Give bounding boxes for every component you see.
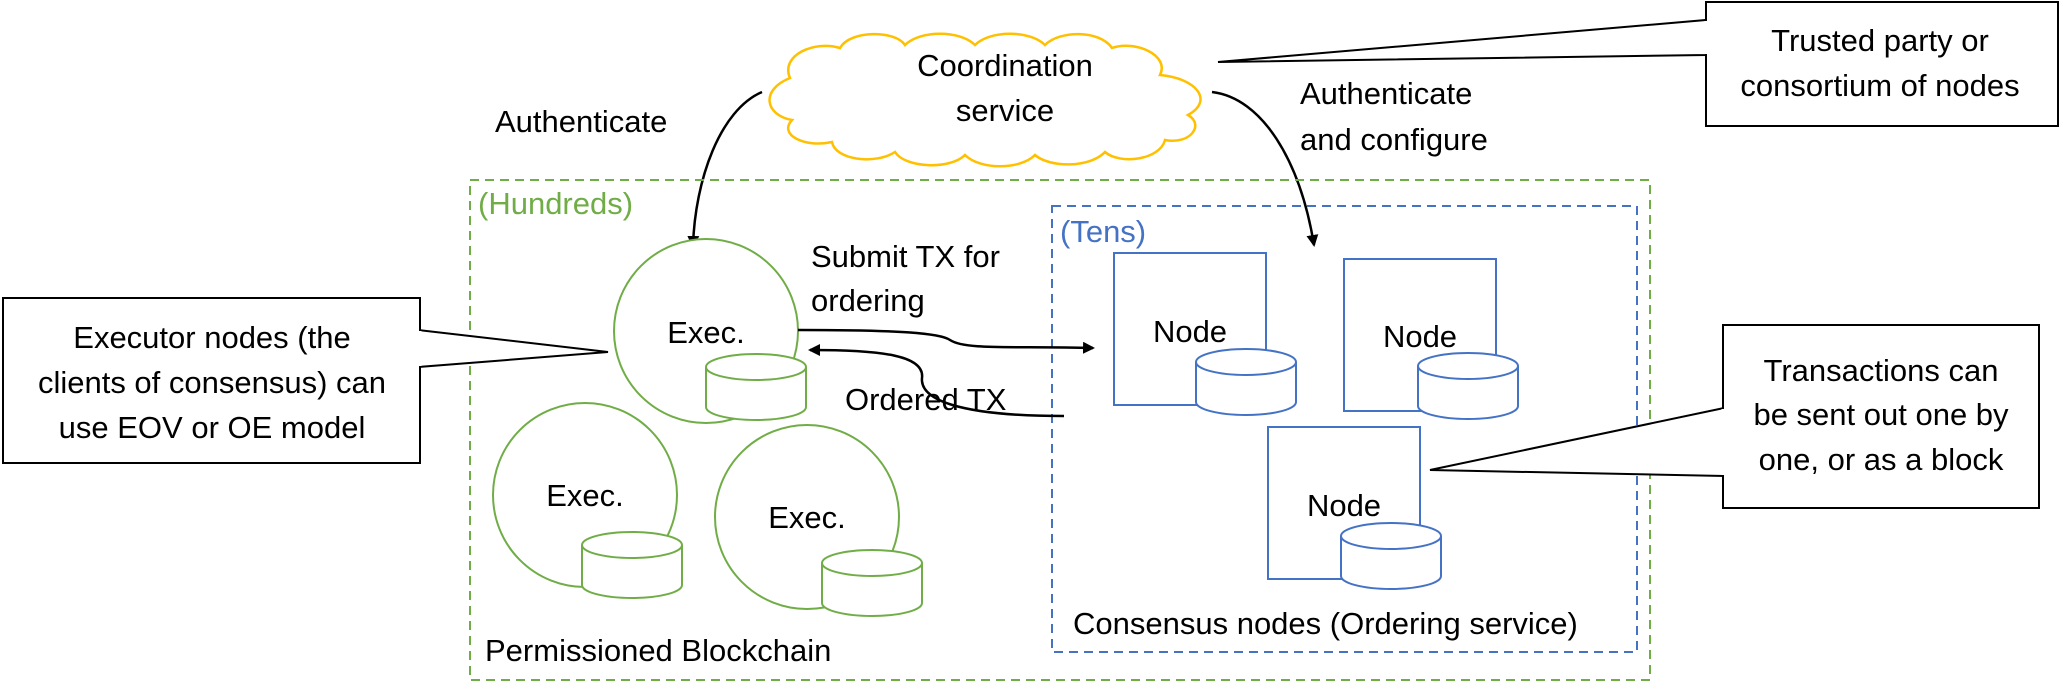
node-label: Node bbox=[1153, 314, 1227, 349]
label-authenticate-configure-line1: Authenticate bbox=[1300, 76, 1472, 111]
arrow-authenticate-configure bbox=[1211, 90, 1319, 247]
hundreds-label: (Hundreds) bbox=[478, 186, 633, 221]
callout-trusted-line2: consortium of nodes bbox=[1740, 68, 2019, 103]
tens-label: (Tens) bbox=[1060, 214, 1146, 249]
node-label: Node bbox=[1383, 319, 1457, 354]
consensus-label: Consensus nodes (Ordering service) bbox=[1073, 606, 1578, 641]
callout-trusted-party: Trusted party or consortium of nodes bbox=[1217, 1, 2059, 127]
callout-trusted-line1: Trusted party or bbox=[1771, 23, 1989, 58]
label-authenticate: Authenticate bbox=[495, 104, 667, 139]
executor-label: Exec. bbox=[768, 500, 846, 535]
node-label: Node bbox=[1307, 488, 1381, 523]
consensus-group: (Tens) Consensus nodes (Ordering service… bbox=[1051, 205, 1638, 653]
callout-executor-line1: Executor nodes (the bbox=[73, 320, 350, 355]
callout-executor-pointer bbox=[417, 328, 609, 369]
consensus-node: Node bbox=[1267, 426, 1442, 590]
consensus-node: Node bbox=[1113, 252, 1297, 416]
permissioned-blockchain-group: (Hundreds) Permissioned Blockchain bbox=[469, 179, 1651, 681]
callout-executor-line2: clients of consensus) can bbox=[38, 365, 386, 400]
database-icon bbox=[1340, 522, 1442, 590]
consensus-border bbox=[1051, 205, 1638, 653]
callout-transactions-box bbox=[1722, 324, 2040, 509]
coordination-title-line2: service bbox=[956, 93, 1054, 128]
consensus-node: Node bbox=[1343, 258, 1519, 420]
coordination-title-line1: Coordination bbox=[917, 48, 1093, 83]
callout-trusted-box bbox=[1705, 1, 2059, 127]
database-icon bbox=[705, 353, 807, 421]
callout-executor-line3: use EOV or OE model bbox=[59, 410, 366, 445]
callout-executor-box bbox=[2, 297, 421, 464]
executor-label: Exec. bbox=[546, 478, 624, 513]
permissioned-blockchain-label: Permissioned Blockchain bbox=[485, 633, 831, 668]
executor-label: Exec. bbox=[667, 315, 745, 350]
callout-trusted-pointer bbox=[1217, 18, 1707, 63]
arrow-ordered-tx bbox=[808, 344, 1065, 418]
cloud-shape bbox=[768, 32, 1202, 168]
database-icon bbox=[821, 549, 923, 617]
callout-executor-nodes: Executor nodes (the clients of consensus… bbox=[2, 297, 609, 464]
callout-transactions-line1: Transactions can bbox=[1764, 353, 1999, 388]
database-icon bbox=[1195, 348, 1297, 416]
callout-transactions-line3: one, or as a block bbox=[1759, 442, 2004, 477]
arrow-authenticate bbox=[687, 90, 763, 248]
database-icon bbox=[581, 531, 683, 599]
callout-transactions: Transactions can be sent out one by one,… bbox=[1429, 324, 2040, 509]
executor-node: Exec. bbox=[492, 402, 683, 599]
database-icon bbox=[1417, 352, 1519, 420]
executor-node: Exec. bbox=[714, 424, 923, 617]
executor-node: Exec. bbox=[613, 238, 807, 424]
coordination-service-cloud: Coordination service bbox=[768, 32, 1202, 168]
label-authenticate-configure-line2: and configure bbox=[1300, 122, 1488, 157]
callout-transactions-line2: be sent out one by bbox=[1753, 397, 2009, 432]
label-submit-tx-line2: ordering bbox=[811, 283, 925, 318]
arrow-submit-tx bbox=[797, 328, 1095, 354]
label-submit-tx-line1: Submit TX for bbox=[811, 239, 1000, 274]
